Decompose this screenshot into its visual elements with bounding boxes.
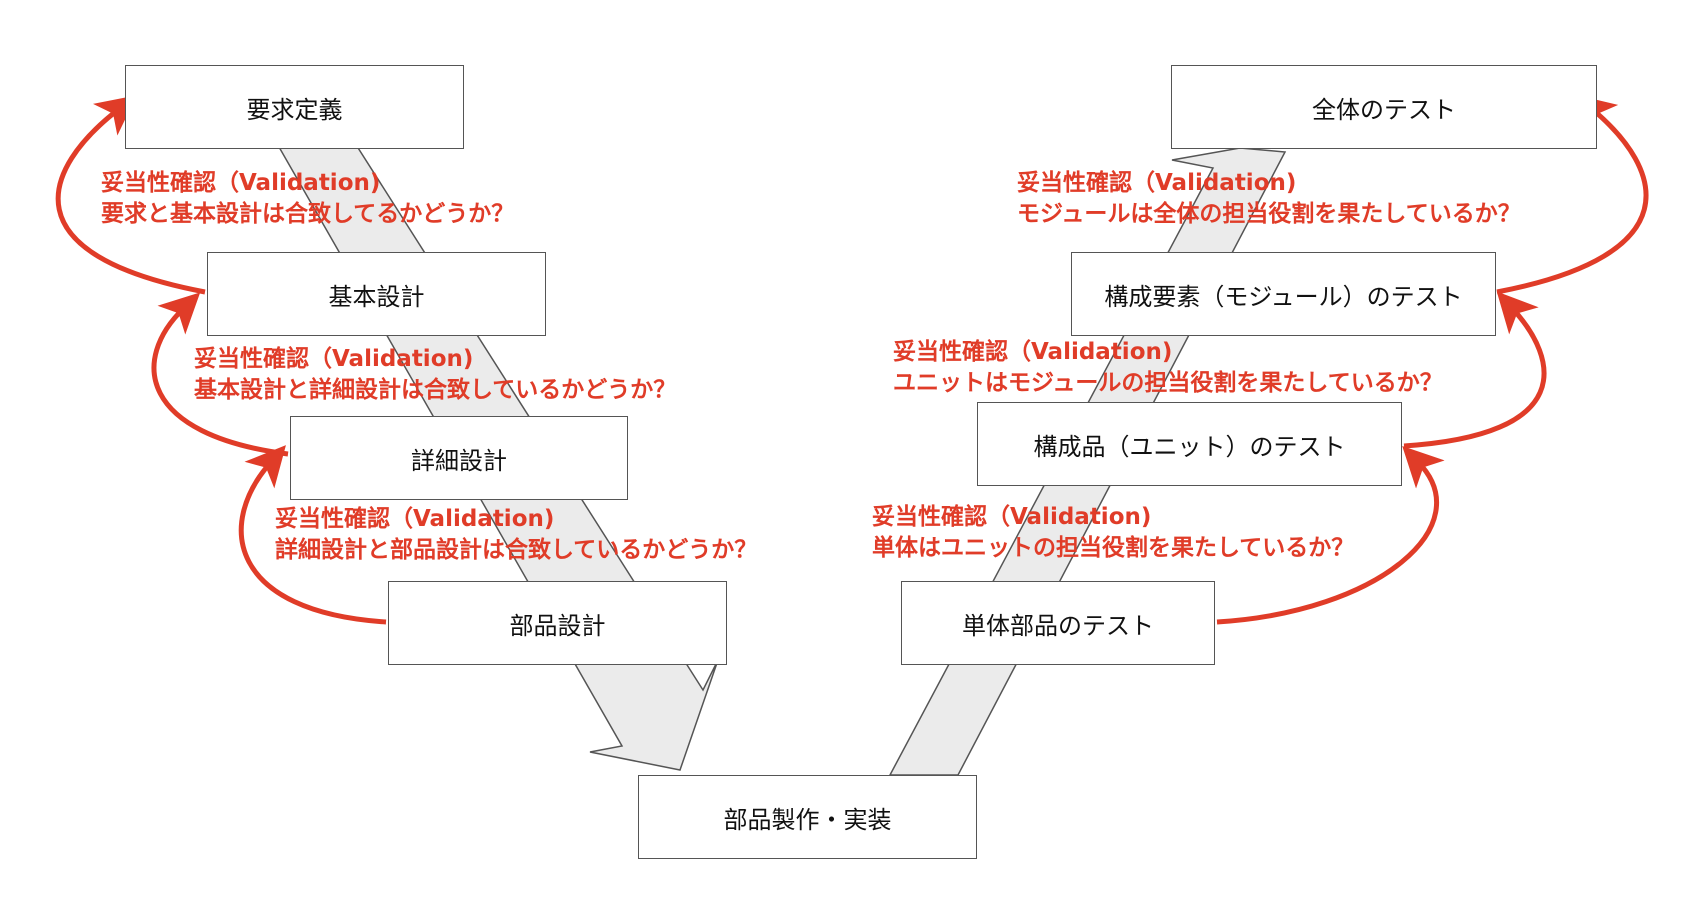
validation-question: 詳細設計と部品設計は合致しているかどうか？ <box>275 537 758 563</box>
validation-title: 妥当性確認（Validation) <box>1017 170 1297 196</box>
validation-label-right-2: 妥当性確認（Validation) ユニットはモジュールの担当役割を果たしている… <box>893 337 1443 399</box>
validation-question: 要求と基本設計は合致してるかどうか？ <box>101 201 515 227</box>
basic-design-box: 基本設計 <box>207 252 546 336</box>
part-test-box: 単体部品のテスト <box>901 581 1215 665</box>
validation-label-right-1: 妥当性確認（Validation) モジュールは全体の担当役割を果たしているか？ <box>1017 168 1521 230</box>
detail-design-box: 詳細設計 <box>290 416 628 500</box>
system-test-box: 全体のテスト <box>1171 65 1597 149</box>
validation-question: 基本設計と詳細設計は合致しているかどうか？ <box>194 377 677 403</box>
validation-title: 妥当性確認（Validation) <box>872 504 1152 530</box>
validation-label-left-2: 妥当性確認（Validation) 基本設計と詳細設計は合致しているかどうか？ <box>194 344 676 406</box>
requirements-box: 要求定義 <box>125 65 464 149</box>
validation-arrow-detail-to-basic <box>151 292 289 457</box>
validation-arrow-part-to-detail <box>238 445 387 625</box>
validation-label-left-1: 妥当性確認（Validation) 要求と基本設計は合致してるかどうか？ <box>101 168 514 230</box>
validation-arrow-part-to-unit <box>1216 445 1445 625</box>
validation-title: 妥当性確認（Validation) <box>275 506 555 532</box>
validation-title: 妥当性確認（Validation) <box>101 170 381 196</box>
validation-title: 妥当性確認（Validation) <box>194 346 474 372</box>
validation-question: モジュールは全体の担当役割を果たしているか？ <box>1017 201 1521 227</box>
implementation-box: 部品製作・実装 <box>638 775 977 859</box>
validation-arrow-basic-to-requirements <box>55 95 206 295</box>
validation-question: 単体はユニットの担当役割を果たしているか？ <box>872 535 1355 561</box>
module-test-box: 構成要素（モジュール）のテスト <box>1071 252 1496 336</box>
validation-question: ユニットはモジュールの担当役割を果たしているか？ <box>893 370 1443 396</box>
part-design-box: 部品設計 <box>388 581 727 665</box>
validation-title: 妥当性確認（Validation) <box>893 339 1173 365</box>
validation-label-left-3: 妥当性確認（Validation) 詳細設計と部品設計は合致しているかどうか？ <box>275 504 757 566</box>
unit-test-box: 構成品（ユニット）のテスト <box>977 402 1402 486</box>
validation-arrow-module-to-system <box>1496 94 1649 295</box>
validation-arrow-unit-to-module <box>1403 291 1547 449</box>
validation-label-right-3: 妥当性確認（Validation) 単体はユニットの担当役割を果たしているか？ <box>872 502 1354 564</box>
